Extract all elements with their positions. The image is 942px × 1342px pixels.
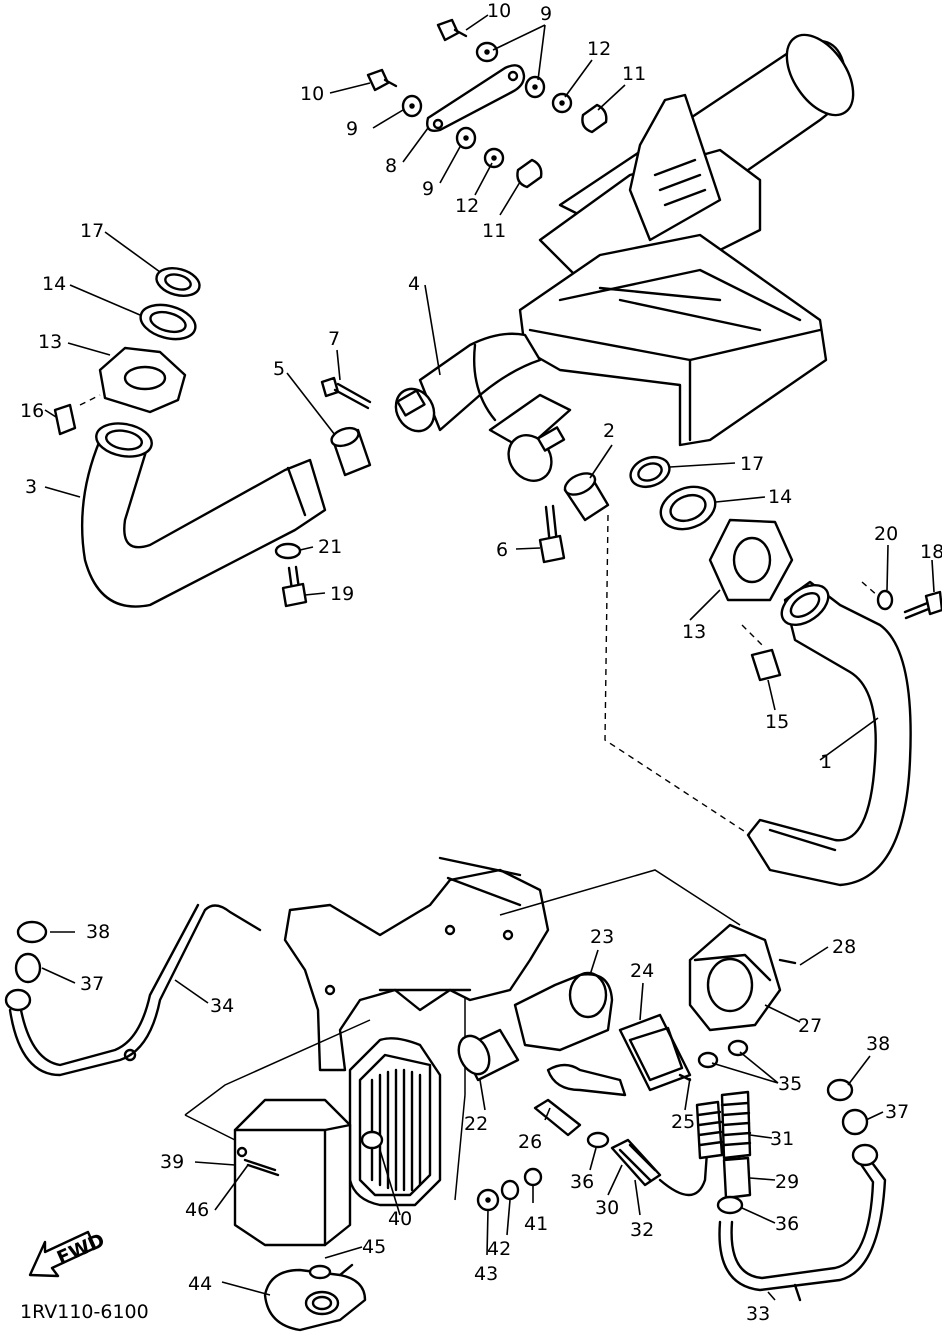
left-flange-parts <box>53 267 201 436</box>
callout-5: 5 <box>273 358 285 380</box>
callout-29: 29 <box>775 1171 799 1193</box>
callout-18: 18 <box>920 541 942 563</box>
callout-28: 28 <box>832 936 856 958</box>
drawing-code: 1RV110-6100 <box>20 1301 149 1323</box>
callout-23: 23 <box>590 926 614 948</box>
callout-6: 6 <box>496 539 508 561</box>
bolt-washer-parts-19-21 <box>274 542 308 608</box>
drain-parts-44-45 <box>263 1263 367 1332</box>
air-filter-element-part-40 <box>348 1037 442 1207</box>
engine-case-outline <box>283 856 550 1072</box>
callout-26: 26 <box>518 1131 542 1153</box>
bracket-part-8 <box>426 64 526 132</box>
exhaust-pipe-part-3 <box>80 422 327 608</box>
callout-22: 22 <box>464 1113 488 1135</box>
callout-17: 17 <box>740 453 764 475</box>
callout-14: 14 <box>42 273 66 295</box>
callout-16: 16 <box>20 400 44 422</box>
callout-42: 42 <box>487 1238 511 1260</box>
callout-40: 40 <box>388 1208 412 1230</box>
callout-11: 11 <box>482 220 506 242</box>
callout-32: 32 <box>630 1219 654 1241</box>
callout-1: 1 <box>820 751 832 773</box>
callout-37: 37 <box>80 973 104 995</box>
hose-part-33 <box>718 1078 887 1302</box>
callout-24: 24 <box>630 960 654 982</box>
callout-27: 27 <box>798 1015 822 1037</box>
callout-39: 39 <box>160 1151 184 1173</box>
callout-3: 3 <box>25 476 37 498</box>
callout-44: 44 <box>188 1273 212 1295</box>
muffler-assembly <box>394 33 855 482</box>
callout-30: 30 <box>595 1197 619 1219</box>
callout-31: 31 <box>770 1128 794 1150</box>
callout-45: 45 <box>362 1236 386 1258</box>
callout-35: 35 <box>778 1073 802 1095</box>
callout-41: 41 <box>524 1213 548 1235</box>
callout-38: 38 <box>866 1033 890 1055</box>
callout-13: 13 <box>38 331 62 353</box>
callout-4: 4 <box>408 273 420 295</box>
callout-11: 11 <box>622 63 646 85</box>
callout-46: 46 <box>185 1199 209 1221</box>
callout-9: 9 <box>346 118 358 140</box>
gasket-bolt-parts <box>320 376 610 564</box>
air-hose-parts <box>533 1039 752 1215</box>
callout-34: 34 <box>210 995 234 1017</box>
callout-15: 15 <box>765 711 789 733</box>
assembly-line-2-1 <box>604 514 751 836</box>
callout-36: 36 <box>570 1171 594 1193</box>
callout-20: 20 <box>874 523 898 545</box>
air-filter-case-part-39 <box>233 1098 352 1247</box>
callout-17: 17 <box>80 220 104 242</box>
nuts-washers-41-43 <box>476 1167 543 1212</box>
callout-7: 7 <box>328 328 340 350</box>
callout-10: 10 <box>487 0 511 22</box>
callout-13: 13 <box>682 621 706 643</box>
hose-part-34 <box>4 903 262 1077</box>
leader-lines <box>41 14 935 1301</box>
exhaust-pipe-part-1 <box>746 580 912 887</box>
callout-38: 38 <box>86 921 110 943</box>
callout-10: 10 <box>300 83 324 105</box>
callout-9: 9 <box>422 178 434 200</box>
callout-8: 8 <box>385 155 397 177</box>
callout-2: 2 <box>603 420 615 442</box>
callout-37: 37 <box>885 1101 909 1123</box>
callout-36: 36 <box>775 1213 799 1235</box>
fwd-arrow-icon: FWD <box>28 1229 108 1278</box>
callout-21: 21 <box>318 536 342 558</box>
callout-labels: 10 9 10 9 8 9 12 11 12 11 17 14 13 16 3 … <box>20 0 942 1325</box>
air-cut-valve-parts <box>457 923 797 1097</box>
small-hardware <box>366 18 608 189</box>
callout-43: 43 <box>474 1263 498 1285</box>
callout-12: 12 <box>455 195 479 217</box>
callout-25: 25 <box>671 1111 695 1133</box>
callout-9: 9 <box>540 3 552 25</box>
callout-12: 12 <box>587 38 611 60</box>
callout-33: 33 <box>746 1303 770 1325</box>
callout-19: 19 <box>330 583 354 605</box>
right-flange-parts <box>629 455 942 682</box>
callout-14: 14 <box>768 486 792 508</box>
